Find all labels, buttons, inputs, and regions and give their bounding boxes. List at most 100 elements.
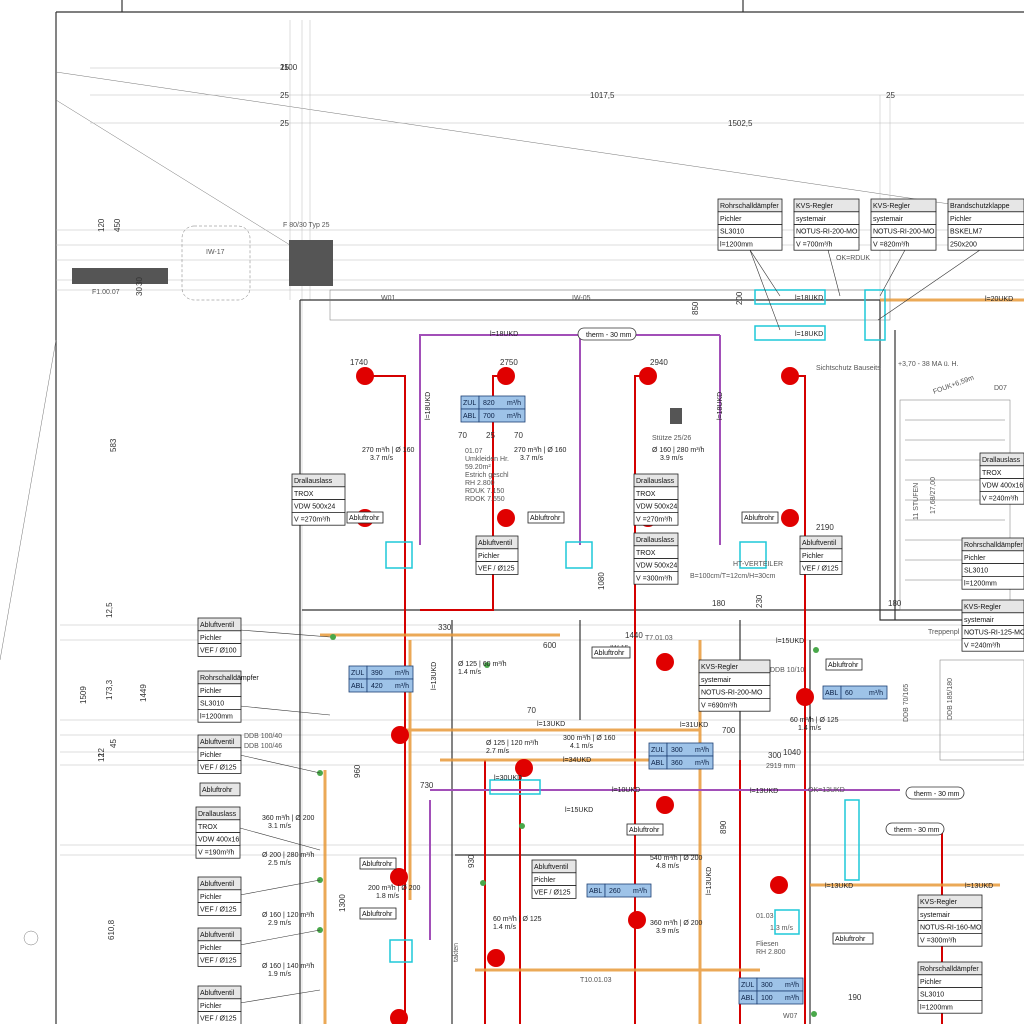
tag-label: Abluftrohr (530, 515, 561, 522)
equipment-line: systemair (701, 677, 732, 684)
room-label: 59.20m² (465, 464, 491, 471)
room-label: HT-VERTEILER (733, 561, 783, 568)
airflow-label: 2.9 m/s (268, 920, 291, 927)
airflow-label: 2.7 m/s (486, 748, 509, 755)
dimension-value: 173,3 (105, 679, 114, 700)
airflow-label: 1.9 m/s (268, 971, 291, 978)
dimension-value: 25 (280, 91, 289, 100)
abluftrohr-tag: Abluftrohr (741, 511, 779, 524)
equipment-line: VEF / Ø125 (802, 566, 839, 573)
equipment-line: VEF / Ø125 (200, 958, 237, 965)
equipment-line: l=1200mm (720, 241, 753, 248)
abluftrohr-tag: Abluftrohr (832, 932, 874, 945)
flow-type: ABL (463, 413, 476, 420)
flow-value: 700 (483, 413, 495, 420)
room-label: DDB 100/46 (244, 743, 282, 750)
equipment-line: VDW 500x24 (636, 563, 677, 570)
airflow-label: 270 m³/h | Ø 160 (514, 447, 567, 454)
grid-bubble (23, 930, 39, 946)
room-label: DDB 100/40 (244, 733, 282, 740)
dimension-value: 330 (438, 623, 452, 632)
room-label: RDUK 7.150 (465, 488, 504, 495)
dimension-value: 1080 (597, 572, 606, 590)
equipment-line: V =690m³/h (701, 702, 737, 709)
equipment-line: KVS-Regler (920, 899, 958, 906)
duct-length-label: l=13UKD (750, 788, 778, 795)
abluftrohr-tag: Abluftrohr (527, 511, 565, 524)
airflow-label: 60 m³/h | Ø 125 (493, 916, 542, 923)
flow-unit: m³/h (785, 982, 799, 989)
equipment-line: VDW 400x16 (982, 483, 1023, 490)
airflow-label: 1.8 m/s (376, 893, 399, 900)
equipment-line: systemair (920, 912, 951, 919)
equipment-line: SL3010 (720, 229, 744, 236)
equipment-line: Rohrschalldämpfer (964, 542, 1023, 549)
dimension-value: 12,5 (105, 602, 114, 618)
room-label: Treppenpl (928, 629, 960, 636)
equipment-line: Drallauslass (636, 478, 675, 485)
equipment-line: SL3010 (200, 701, 224, 708)
flow-unit: m³/h (507, 413, 521, 420)
equipment-line: V =820m³/h (873, 241, 909, 248)
room-label: W07 (783, 1013, 798, 1020)
duct-length-label: l=18UKD (490, 331, 518, 338)
room-label: 1.3 m/s (770, 925, 793, 932)
equipment-line: VEF / Ø125 (200, 765, 237, 772)
flow-unit: m³/h (395, 683, 409, 690)
airflow-label: Ø 125 | 120 m³/h (486, 740, 539, 747)
room-label: +3,70 - 38 MA ü. H. (898, 361, 959, 368)
tag-label: Abluftrohr (828, 662, 859, 669)
equipment-line: systemair (964, 617, 995, 624)
duct-length-label: l=13UKD (825, 883, 853, 890)
dimension-value: 2750 (500, 358, 518, 367)
dimension-value: 70 (458, 431, 467, 440)
duct-length-label: l=18UKD (795, 331, 823, 338)
dimension-value: 1449 (139, 684, 148, 702)
equipment-line: Pichler (920, 979, 942, 986)
equipment-line: NOTUS-RI-160-MO (920, 925, 982, 932)
duct-length-label: l=13UKD (537, 721, 565, 728)
airflow-label: 3.1 m/s (268, 823, 291, 830)
dimension-value: 300 (768, 751, 782, 760)
equipment-line: l=1200mm (200, 713, 233, 720)
airflow-label: 4.8 m/s (656, 863, 679, 870)
dimension-value: 1017,5 (590, 91, 615, 100)
equipment-line: Rohrschalldämpfer (720, 203, 779, 210)
equipment-line: NOTUS-RI-200-MO (701, 690, 763, 697)
dimension-value: 70 (514, 431, 523, 440)
equipment-line: V =240m³/h (964, 642, 1000, 649)
equipment-line: VEF / Ø125 (534, 890, 571, 897)
duct-length-label: l=18UKD (425, 392, 432, 420)
dimension-value: 1300 (338, 894, 347, 912)
equipment-line: TROX (636, 491, 656, 498)
tag-label: Abluftrohr (594, 650, 625, 657)
insulation-label: therm - 30 mm (586, 332, 632, 339)
duct-length-label: l=30UKD (494, 775, 522, 782)
dimension-value: 730 (420, 781, 434, 790)
dimension-value: 1440 (625, 631, 643, 640)
tag-label: Abluftrohr (629, 827, 660, 834)
dimension-value: 1502,5 (728, 119, 753, 128)
equipment-line: V =190m³/h (198, 849, 234, 856)
equipment-line: VEF / Ø125 (478, 566, 515, 573)
room-label: OK=RDUK (836, 255, 870, 262)
equipment-line: Pichler (478, 553, 500, 560)
flow-type: ABL (589, 888, 602, 895)
flow-value: 60 (845, 690, 853, 697)
equipment-line: KVS-Regler (873, 203, 911, 210)
dimension-value: 2190 (816, 523, 834, 532)
airflow-label: 360 m³/h | Ø 200 (650, 920, 703, 927)
airflow-label: Ø 160 | 120 m³/h (262, 912, 315, 919)
equipment-line: KVS-Regler (701, 664, 739, 671)
equipment-line: SL3010 (920, 992, 944, 999)
duct-length-label: l=18UKD (795, 295, 823, 302)
flow-type: ABL (825, 690, 838, 697)
equipment-line: Pichler (200, 945, 222, 952)
